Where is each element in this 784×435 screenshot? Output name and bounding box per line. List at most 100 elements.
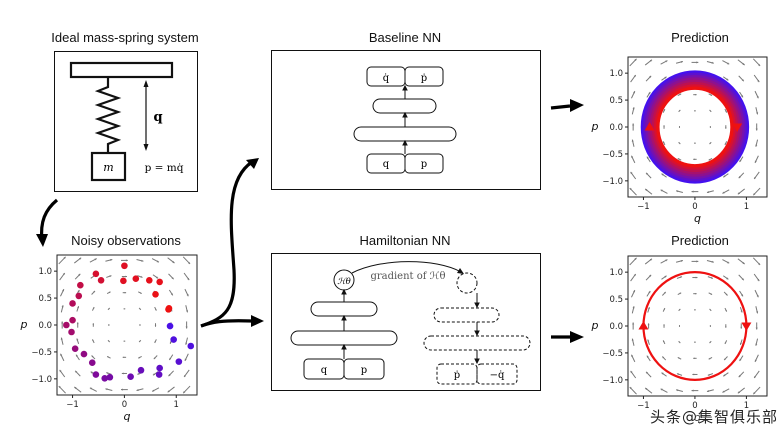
quiver-arrow <box>613 241 621 250</box>
data-point <box>121 262 128 270</box>
arrow-noisy-to-hnn-head <box>251 315 264 327</box>
quiver-arrow <box>770 354 773 363</box>
quiver-arrowhead <box>78 273 81 276</box>
quiver-arrowhead <box>741 278 744 281</box>
quiver-arrowhead <box>632 306 635 309</box>
x-tick-label: 0 <box>692 202 697 212</box>
quiver-arrowhead <box>694 309 696 311</box>
y-axis-label: p <box>591 120 599 133</box>
direction-marker <box>644 122 655 131</box>
quiver-arrowhead <box>631 139 634 142</box>
quiver-arrowhead <box>676 389 679 392</box>
quiver-arrowhead <box>110 258 113 262</box>
gradient-arrow-head <box>457 268 464 274</box>
quiver-arrowhead <box>757 79 760 83</box>
quiver-arrowhead <box>169 357 172 360</box>
ceiling-bar <box>69 61 174 79</box>
trajectory-orbit <box>642 271 748 381</box>
data-point <box>75 292 83 300</box>
quiver-arrowhead <box>645 387 648 390</box>
quiver-arrowhead <box>756 311 759 314</box>
gradient-arrow <box>351 261 462 274</box>
plot-area <box>58 256 195 394</box>
quiver-arrow <box>769 257 776 266</box>
quiver-arrowhead <box>185 326 188 329</box>
hnn-input-label-q: q <box>321 365 328 376</box>
quiver-arrowhead <box>187 261 191 264</box>
data-point <box>92 371 100 378</box>
quiver-arrowhead <box>183 391 186 394</box>
data-point <box>88 359 96 366</box>
direction-marker <box>638 321 649 330</box>
quiver-arrowhead <box>615 370 617 372</box>
quiver-arrowhead <box>646 355 649 358</box>
quiver-arrowhead <box>741 294 743 297</box>
quiver-arrow <box>629 403 637 410</box>
quiver-arrowhead <box>647 323 650 326</box>
quiver-arrowhead <box>665 259 668 262</box>
quiver-arrowhead <box>755 327 758 330</box>
quiver-arrowhead <box>758 262 761 265</box>
quiver-arrowhead <box>634 257 637 260</box>
quiver-arrowhead <box>646 172 649 175</box>
quiver-arrowhead <box>738 375 741 378</box>
quiver-arrowhead <box>725 110 727 113</box>
quiver-arrowhead <box>58 386 61 389</box>
quiver-arrowhead <box>709 142 711 145</box>
x-tick-label: 0 <box>122 400 127 410</box>
quiver-arrowhead <box>677 158 680 160</box>
data-point <box>166 322 174 330</box>
gradient-node <box>456 272 478 294</box>
quiver-arrowhead <box>709 341 711 344</box>
quiver-arrowhead <box>646 156 649 159</box>
data-point <box>120 277 127 285</box>
quiver-arrow <box>644 243 652 248</box>
data-point <box>92 270 100 278</box>
quiver-arrowhead <box>680 259 683 263</box>
output-label-qdot: q̇ <box>383 73 390 84</box>
quiver-arrowhead <box>695 276 698 279</box>
quiver-arrowhead <box>754 375 757 379</box>
x-tick-label: 0 <box>692 401 697 411</box>
quiver-arrowhead <box>619 257 621 259</box>
x-axis-label: q <box>124 410 131 423</box>
arrow-noisy-to-hnn <box>200 319 253 328</box>
quiver-field <box>613 241 776 410</box>
quiver-arrow <box>617 338 619 347</box>
y-tick-label: −1.0 <box>602 376 623 386</box>
quiver-arrowhead <box>106 372 109 375</box>
quiver-arrowhead <box>737 391 741 394</box>
quiver-arrowhead <box>754 176 757 180</box>
quiver-arrowhead <box>741 79 744 82</box>
quiver-arrowhead <box>631 155 634 158</box>
direction-marker <box>732 123 743 132</box>
quiver-arrowhead <box>107 340 110 342</box>
quiver-arrowhead <box>92 307 95 309</box>
y-tick-label: −0.5 <box>602 349 623 359</box>
quiver-arrowhead <box>695 93 697 96</box>
quiver-arrowhead <box>677 357 680 359</box>
x-tick-label: 1 <box>744 401 749 411</box>
y-tick-label: 0.5 <box>609 96 623 106</box>
plot-area <box>613 241 776 410</box>
quiver-arrow <box>769 386 776 395</box>
quiver-arrowhead <box>661 372 664 375</box>
quiver-arrowhead <box>663 109 665 111</box>
quiver-arrowhead <box>632 107 635 110</box>
quiver-arrow <box>675 244 683 246</box>
quiver-arrowhead <box>696 61 699 64</box>
mass-spring-title: Ideal mass-spring system <box>51 30 199 45</box>
data-point <box>165 305 173 312</box>
quiver-arrow <box>629 242 637 249</box>
arrow-noisy-to-baseline <box>200 160 253 328</box>
quiver-arrowhead <box>76 354 78 357</box>
y-tick-label: 1.0 <box>38 267 52 277</box>
quiver-arrowhead <box>108 324 110 326</box>
quiver-arrowhead <box>124 308 126 310</box>
quiver-arrowhead <box>152 389 155 392</box>
quiver-arrowhead <box>61 305 64 308</box>
quiver-arrowhead <box>769 393 771 395</box>
direction-marker <box>741 322 752 331</box>
quiver-arrowhead <box>758 63 761 66</box>
